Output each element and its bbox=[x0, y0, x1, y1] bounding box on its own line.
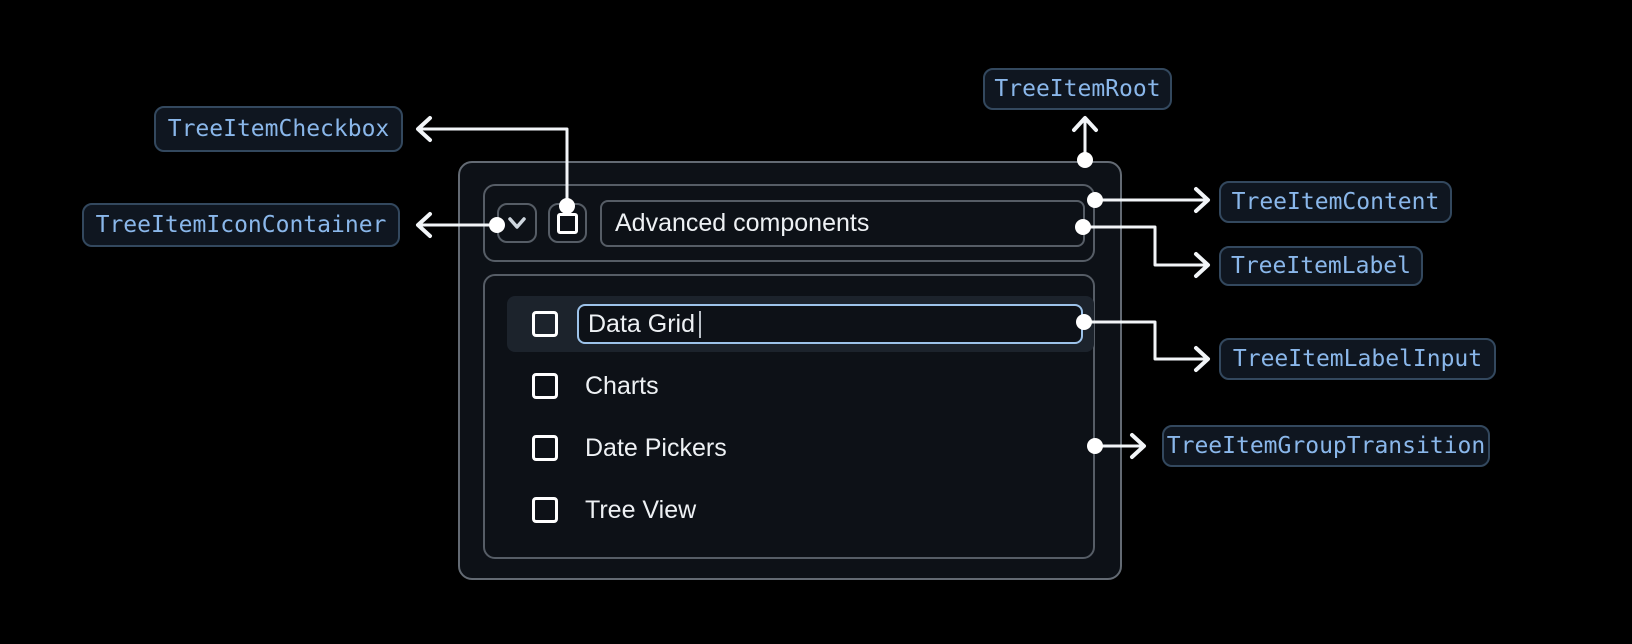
badge-tree-item-label-input: TreeItemLabelInput bbox=[1219, 338, 1496, 380]
tree-row-label: Date Pickers bbox=[585, 433, 727, 462]
tree-item-content[interactable]: Advanced components bbox=[483, 184, 1095, 262]
badge-tree-item-label: TreeItemLabel bbox=[1219, 246, 1423, 286]
tree-row-tree-view[interactable]: Tree View bbox=[507, 482, 1094, 538]
arrow-up-icon bbox=[1072, 116, 1098, 132]
checkbox-unchecked-icon bbox=[557, 212, 578, 234]
parent-item-label: Advanced components bbox=[615, 209, 870, 237]
arrow-right-icon bbox=[1194, 187, 1210, 213]
badge-tree-item-icon-container: TreeItemIconContainer bbox=[82, 203, 400, 247]
label-input-value: Data Grid bbox=[588, 309, 695, 338]
badge-tree-item-root: TreeItemRoot bbox=[983, 68, 1172, 110]
tree-item-checkbox[interactable] bbox=[548, 203, 587, 243]
checkbox-unchecked-icon[interactable] bbox=[532, 373, 558, 399]
text-cursor bbox=[698, 310, 701, 338]
tree-row-charts[interactable]: Charts bbox=[507, 358, 1094, 414]
badge-tree-item-group-transition: TreeItemGroupTransition bbox=[1162, 425, 1490, 467]
tree-row-label: Tree View bbox=[585, 495, 697, 524]
checkbox-unchecked-icon[interactable] bbox=[532, 311, 558, 337]
checkbox-unchecked-icon[interactable] bbox=[532, 435, 558, 461]
tree-row-date-pickers[interactable]: Date Pickers bbox=[507, 420, 1094, 476]
tree-item-root: Advanced components Data Grid Charts Dat… bbox=[458, 161, 1122, 580]
tree-item-label-input[interactable]: Data Grid bbox=[577, 304, 1083, 344]
arrow-right-icon bbox=[1194, 346, 1210, 372]
arrow-left-icon bbox=[416, 212, 432, 238]
arrow-left-icon bbox=[416, 116, 432, 142]
checkbox-unchecked-icon[interactable] bbox=[532, 497, 558, 523]
arrow-right-icon bbox=[1130, 433, 1146, 459]
chevron-down-icon bbox=[508, 217, 526, 229]
badge-tree-item-content: TreeItemContent bbox=[1219, 181, 1452, 223]
tree-item-label: Advanced components bbox=[600, 200, 1085, 247]
arrow-right-icon bbox=[1194, 252, 1210, 278]
expand-collapse-button[interactable] bbox=[497, 203, 537, 243]
tree-item-group-transition: Data Grid Charts Date Pickers Tree View bbox=[483, 274, 1095, 559]
tree-row-data-grid[interactable]: Data Grid bbox=[507, 296, 1094, 352]
tree-row-label: Charts bbox=[585, 371, 659, 400]
badge-tree-item-checkbox: TreeItemCheckbox bbox=[154, 106, 403, 152]
